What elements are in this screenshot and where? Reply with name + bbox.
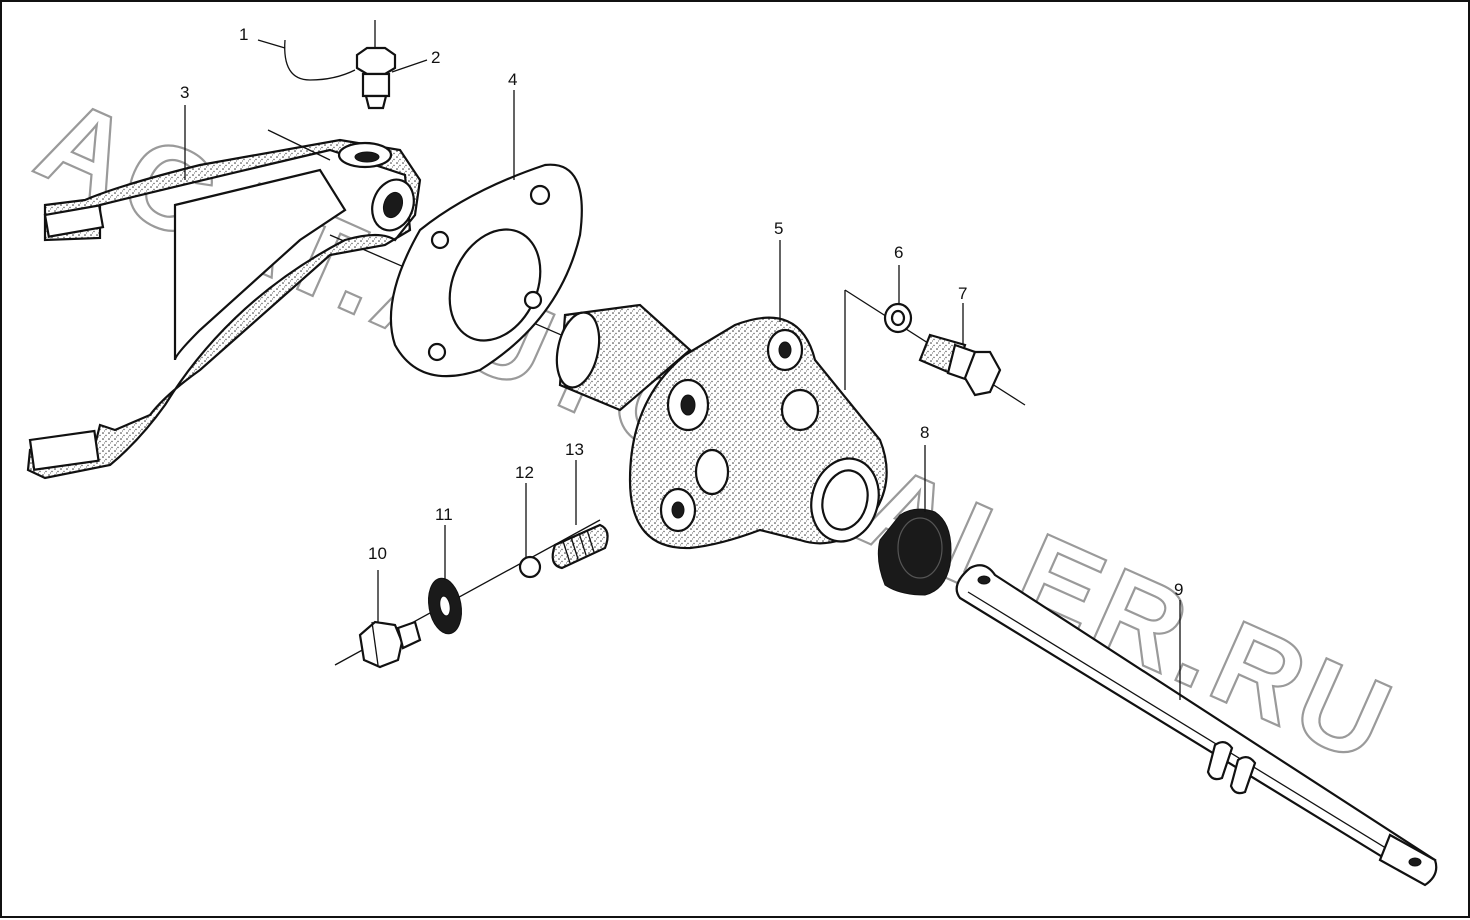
ball-part-12 [518, 555, 542, 579]
callout-4: 4 [508, 70, 517, 89]
callout-2: 2 [431, 48, 440, 67]
bearing-part-8 [877, 508, 952, 596]
spring-part-13 [551, 523, 609, 570]
callout-3: 3 [180, 83, 189, 102]
shift-rail-part-9 [955, 564, 1438, 887]
callout-11: 11 [435, 505, 453, 524]
washer-part-6 [883, 302, 913, 334]
seal-ring-part-11 [428, 577, 462, 635]
callout-6: 6 [894, 243, 903, 262]
callout-12: 12 [515, 463, 534, 482]
callout-5: 5 [774, 219, 783, 238]
callout-8: 8 [920, 423, 929, 442]
bolt-part-7 [918, 333, 1002, 397]
gasket-part-4 [389, 163, 583, 378]
callout-7: 7 [958, 284, 967, 303]
callout-13: 13 [565, 440, 584, 459]
callout-1: 1 [239, 25, 248, 44]
plug-part-10 [358, 620, 422, 669]
shift-fork-part-3 [26, 138, 422, 480]
housing-part-5 [555, 303, 888, 550]
callout-labels: 1 2 3 4 5 6 7 8 9 10 11 12 13 [180, 25, 1183, 599]
leader-lines [184, 39, 1181, 700]
bolt-part-2 [355, 46, 397, 110]
callout-9: 9 [1174, 580, 1183, 599]
callout-10: 10 [368, 544, 387, 563]
lock-wire-part-1 [284, 39, 356, 81]
